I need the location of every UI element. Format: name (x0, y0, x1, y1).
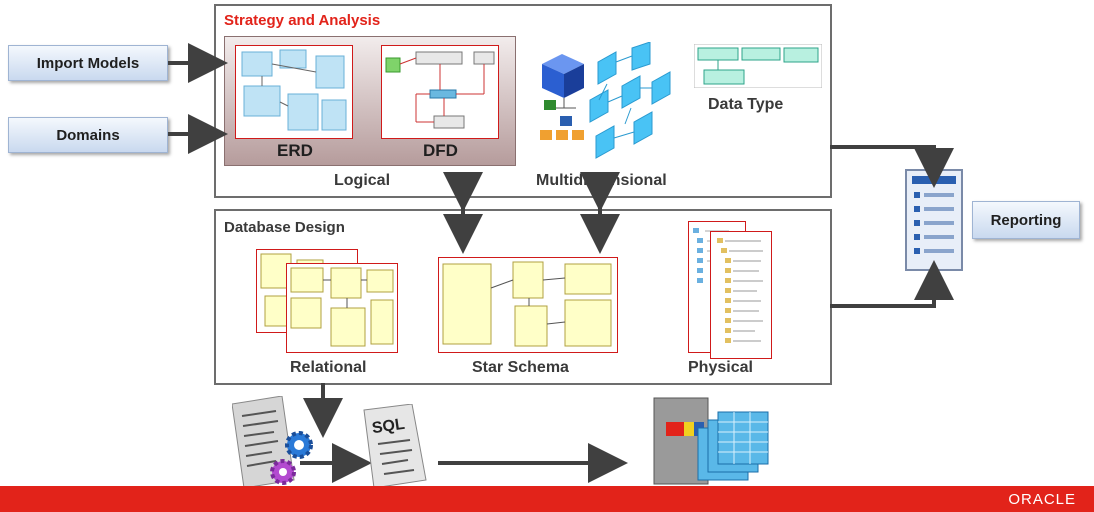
multidimensional-icon (536, 41, 676, 160)
arrow-strategy-to-report (830, 145, 954, 188)
erd-thumbnail (235, 45, 353, 139)
star-schema-thumbnail (438, 257, 618, 353)
arrow-database-to-report (830, 260, 954, 308)
strategy-analysis-panel: Strategy and Analysis (214, 4, 832, 198)
purple-gear-icon (268, 458, 298, 486)
dfd-diagram (385, 51, 495, 129)
reporting-label: Reporting (990, 211, 1062, 229)
erd-label: ERD (277, 141, 313, 160)
sql-document-icon: SQL (356, 403, 430, 489)
erd-diagram (241, 49, 347, 131)
physical-label: Physical (688, 359, 753, 376)
reporting-button[interactable]: Reporting (972, 201, 1080, 239)
oracle-footer-bar (0, 486, 1094, 512)
database-server-icon (650, 392, 770, 488)
star-schema-label: Star Schema (472, 359, 569, 376)
strategy-analysis-title: Strategy and Analysis (224, 12, 381, 29)
import-models-label: Import Models (36, 54, 140, 72)
domains-label: Domains (56, 126, 120, 144)
relational-label: Relational (290, 359, 367, 376)
domains-button[interactable]: Domains (8, 117, 168, 153)
blue-gear-icon (284, 430, 314, 460)
database-design-panel: Database Design Relational (214, 209, 832, 385)
logical-label: Logical (334, 172, 391, 189)
oracle-logo: ORACLE (1008, 491, 1076, 508)
dfd-thumbnail (381, 45, 499, 139)
physical-thumbnail-front (710, 231, 772, 359)
data-type-label: Data Type (708, 96, 784, 113)
import-models-button[interactable]: Import Models (8, 45, 168, 81)
logical-group: ERD DFD (224, 36, 516, 166)
dfd-label: DFD (423, 141, 458, 160)
database-design-title: Database Design (224, 219, 345, 236)
relational-thumbnail-front (286, 263, 398, 353)
